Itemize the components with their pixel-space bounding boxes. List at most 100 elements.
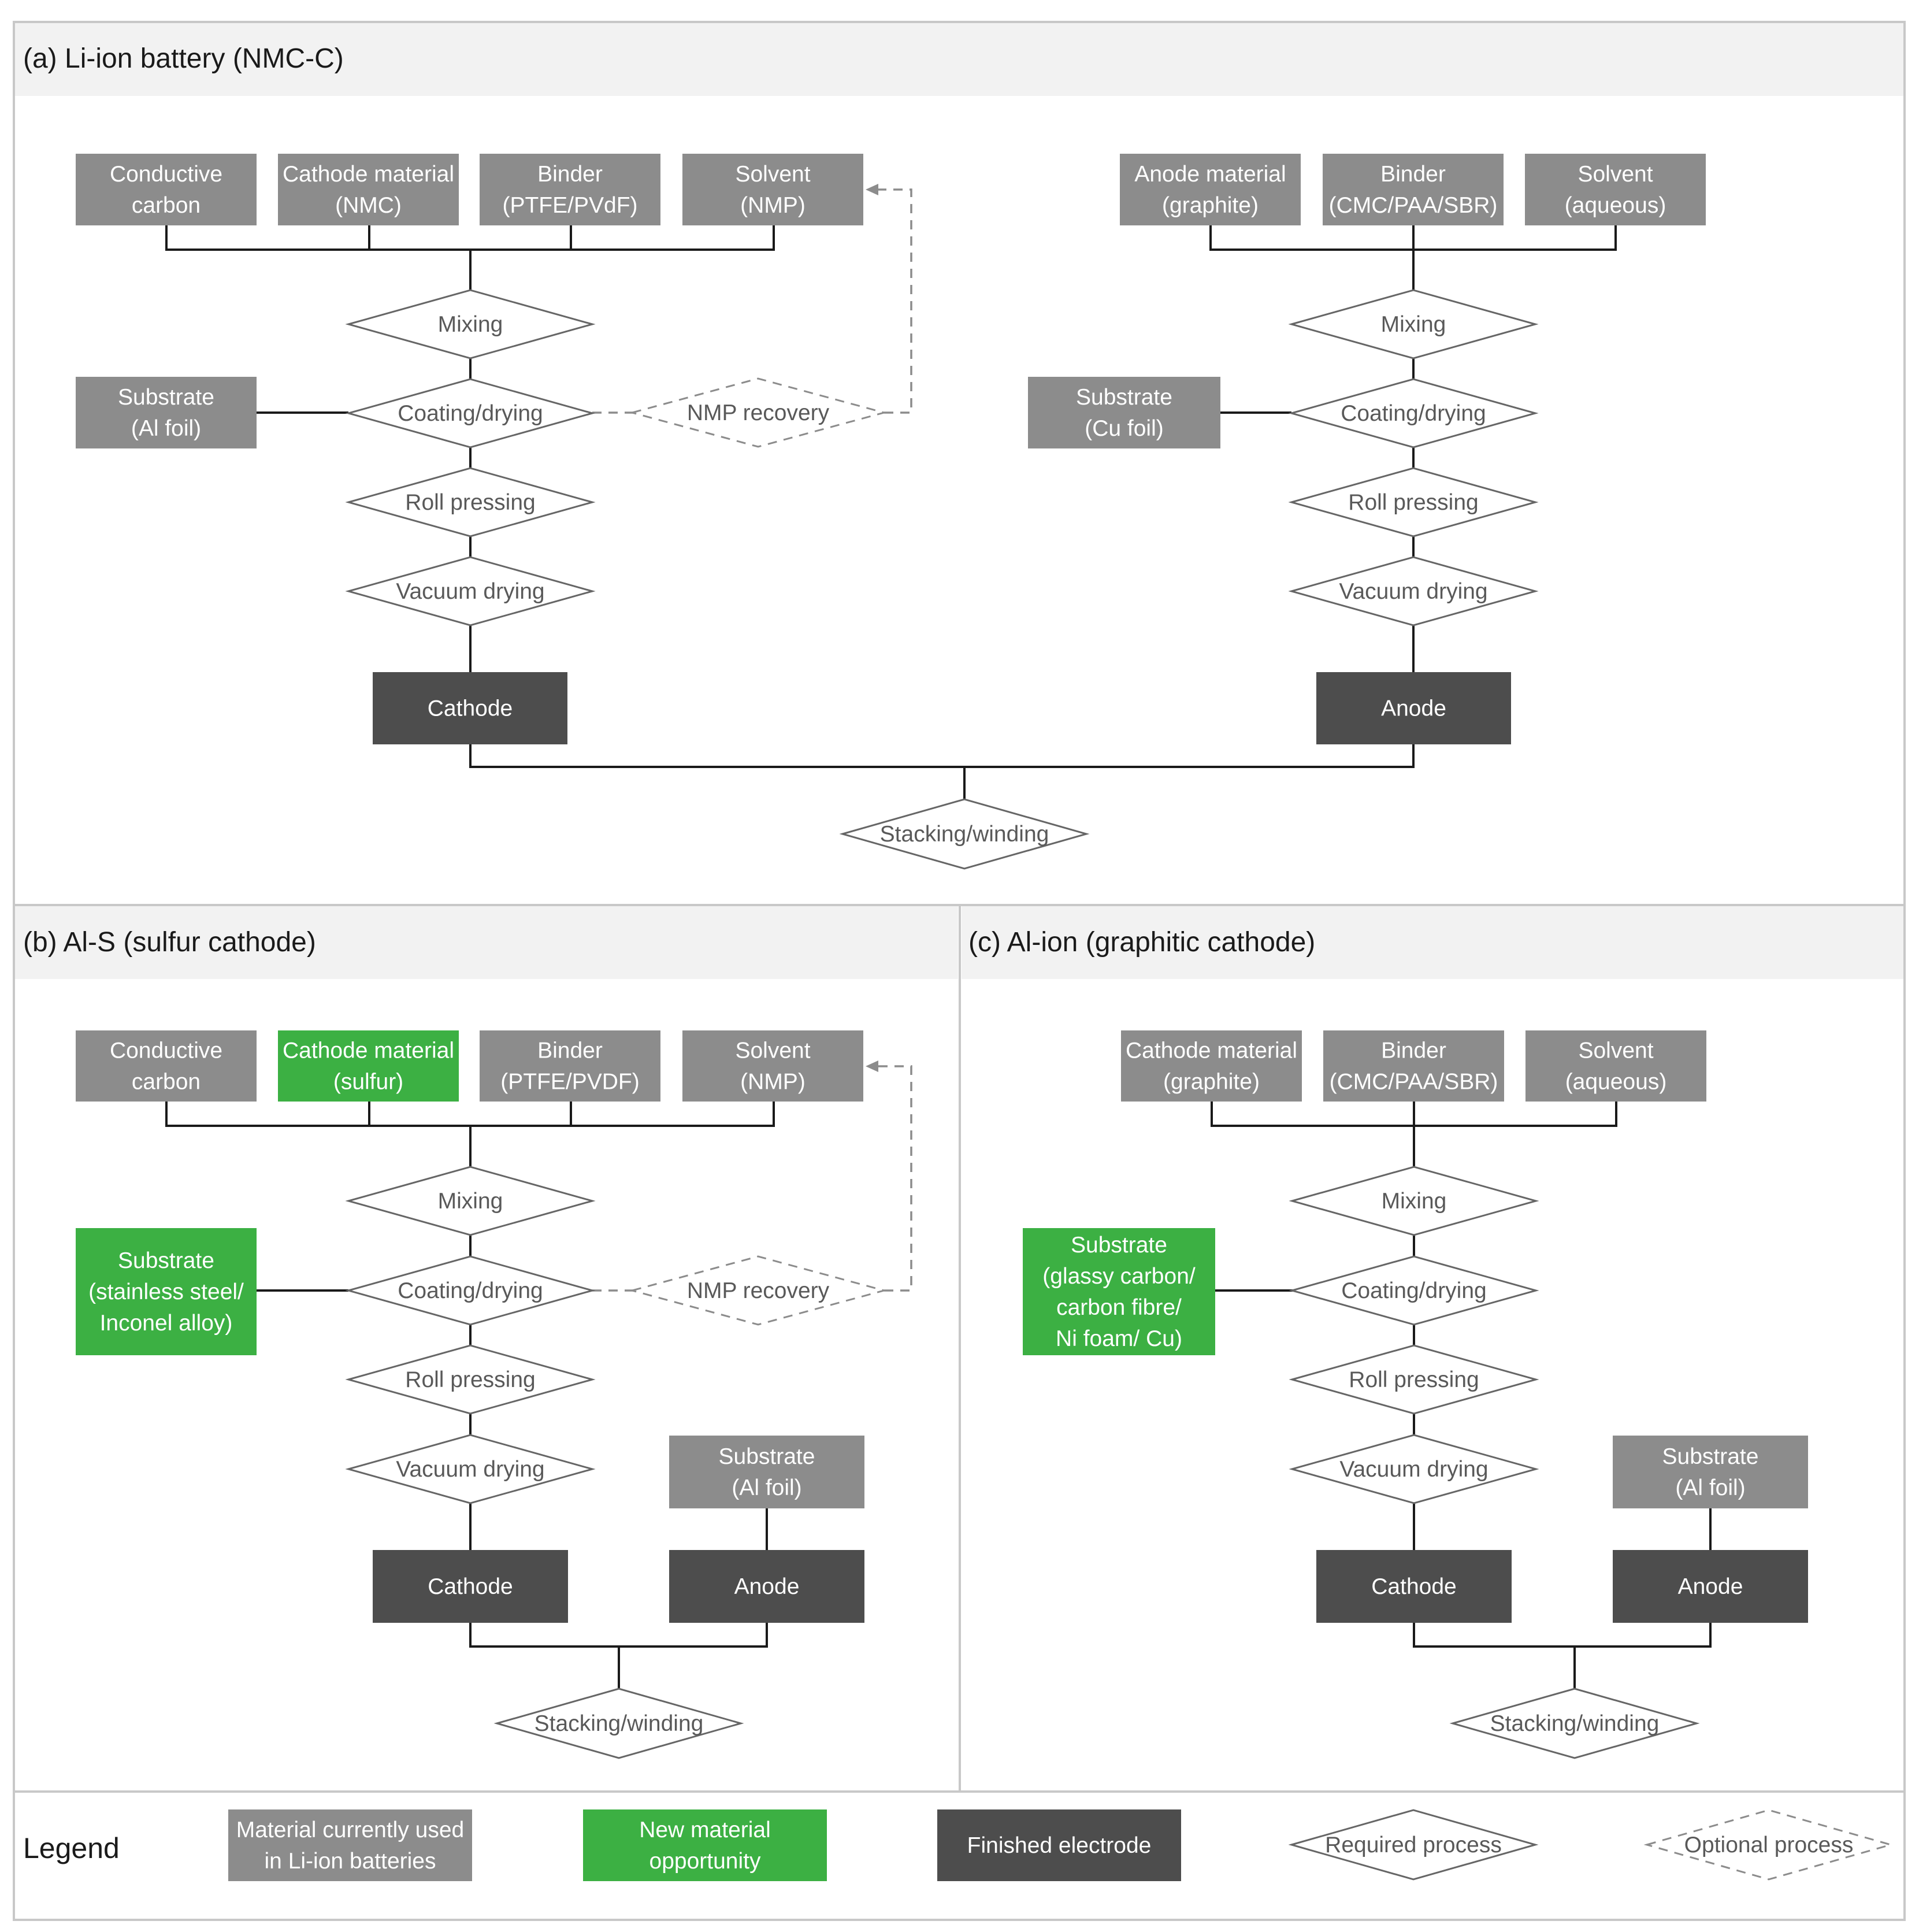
a-cathode-step-vacuum-drying-label: Vacuum drying bbox=[396, 579, 544, 604]
b-input-binder-ptfe-pvdf bbox=[480, 1030, 660, 1102]
a-anode-input-anode-material-label: Anode material(graphite) bbox=[1134, 162, 1286, 218]
arrowhead bbox=[866, 1060, 878, 1072]
c-input-binder-label: Binder(CMC/PAA/SBR) bbox=[1330, 1038, 1498, 1094]
b-step-vacuum-drying-label: Vacuum drying bbox=[396, 1457, 544, 1482]
a-anode-step-mixing-label: Mixing bbox=[1381, 312, 1446, 337]
connector-line bbox=[1209, 225, 1617, 290]
a-anode-step-coating-drying bbox=[1288, 378, 1539, 448]
c-step-vacuum-drying bbox=[1289, 1434, 1539, 1504]
legend-material-current bbox=[228, 1809, 472, 1881]
a-cathode-step-mixing bbox=[345, 289, 596, 359]
b-step-coating-drying bbox=[345, 1255, 596, 1326]
connector-line bbox=[469, 744, 1415, 799]
connector-line bbox=[469, 1623, 768, 1689]
connector-line bbox=[257, 358, 472, 672]
a-cathode-output-label: Cathode bbox=[428, 696, 513, 721]
b-input-binder-ptfe-pvdf-label: Binder(PTFE/PVDF) bbox=[500, 1038, 640, 1094]
a-anode-input-solvent-label: Solvent(aqueous) bbox=[1565, 162, 1666, 218]
a-anode-step-vacuum-drying bbox=[1288, 556, 1539, 626]
a-cathode-input-cathode-material bbox=[278, 154, 459, 225]
b-input-cathode-material-sulfur-label: Cathode material(sulfur) bbox=[283, 1038, 454, 1094]
c-anode-output-label: Anode bbox=[1678, 1574, 1743, 1599]
a-anode-step-mixing bbox=[1288, 289, 1539, 359]
c-anode-substrate-label: Substrate(Al foil) bbox=[1662, 1444, 1759, 1500]
a-stacking-winding bbox=[839, 798, 1090, 870]
panel-a-header bbox=[15, 23, 1903, 96]
a-cathode-input-cathode-material-label: Cathode material(NMC) bbox=[283, 162, 454, 218]
b-step-vacuum-drying bbox=[345, 1434, 596, 1504]
connector-line bbox=[1220, 358, 1415, 672]
c-anode-substrate bbox=[1613, 1436, 1808, 1508]
c-input-cathode-material bbox=[1121, 1030, 1302, 1102]
connector-line bbox=[257, 1235, 472, 1550]
connector-line bbox=[1211, 1102, 1617, 1167]
c-input-solvent-label: Solvent(aqueous) bbox=[1565, 1038, 1667, 1094]
panel-frames bbox=[13, 21, 1906, 1921]
b-anode-substrate-label: Substrate(Al foil) bbox=[719, 1444, 815, 1500]
c-input-cathode-material-label: Cathode material(graphite) bbox=[1126, 1038, 1297, 1094]
b-input-solvent-nmp bbox=[682, 1030, 863, 1102]
a-anode-input-binder bbox=[1323, 154, 1504, 225]
a-cathode-substrate-label: Substrate(Al foil) bbox=[118, 385, 214, 441]
a-stacking-winding-label: Stacking/winding bbox=[880, 822, 1049, 847]
a-cathode-step-roll-pressing bbox=[345, 467, 596, 537]
connector-line bbox=[165, 1102, 775, 1167]
b-step-mixing bbox=[345, 1166, 596, 1236]
legend-title: Legend bbox=[23, 1832, 120, 1864]
b-anode-output-label: Anode bbox=[734, 1574, 800, 1599]
connector-line bbox=[165, 225, 775, 290]
b-nmp-recovery bbox=[629, 1255, 888, 1326]
a-anode-substrate-label: Substrate(Cu foil) bbox=[1076, 385, 1172, 441]
a-cathode-input-binder-label: Binder(PTFE/PVdF) bbox=[502, 162, 637, 218]
c-stacking-winding-label: Stacking/winding bbox=[1490, 1711, 1660, 1736]
b-step-roll-pressing bbox=[345, 1344, 596, 1415]
c-cathode-substrate-label: Substrate(glassy carbon/carbon fibre/Ni … bbox=[1042, 1233, 1196, 1351]
connectors bbox=[165, 184, 1712, 1689]
legend-new-material bbox=[583, 1809, 827, 1881]
c-step-roll-pressing bbox=[1289, 1344, 1539, 1415]
a-anode-input-binder-label: Binder(CMC/PAA/SBR) bbox=[1329, 162, 1498, 218]
a-anode-step-roll-pressing bbox=[1288, 467, 1539, 537]
panel-b-header bbox=[15, 906, 958, 979]
a-nmp-recovery-label: NMP recovery bbox=[687, 401, 830, 425]
a-anode-output-label: Anode bbox=[1381, 696, 1446, 721]
a-cathode-step-roll-pressing-label: Roll pressing bbox=[405, 490, 535, 515]
b-nmp-recovery-label: NMP recovery bbox=[687, 1278, 830, 1303]
c-cathode-output-label: Cathode bbox=[1371, 1574, 1456, 1599]
b-input-cathode-material-sulfur bbox=[278, 1030, 459, 1102]
c-step-mixing-label: Mixing bbox=[1382, 1189, 1447, 1214]
panel-c-title: (c) Al-ion (graphitic cathode) bbox=[968, 927, 1315, 958]
a-anode-input-solvent bbox=[1525, 154, 1706, 225]
c-input-solvent bbox=[1525, 1030, 1706, 1102]
a-cathode-step-vacuum-drying bbox=[345, 556, 596, 626]
c-cathode-output bbox=[1316, 1550, 1512, 1623]
b-stacking-winding-label: Stacking/winding bbox=[535, 1711, 704, 1736]
a-nmp-recovery bbox=[629, 377, 888, 448]
a-cathode-substrate bbox=[76, 377, 257, 448]
b-stacking-winding bbox=[493, 1688, 744, 1759]
legend-required-process-label: Required process bbox=[1325, 1833, 1502, 1857]
c-cathode-substrate bbox=[1023, 1228, 1215, 1355]
c-step-coating-drying-label: Coating/drying bbox=[1341, 1278, 1486, 1303]
b-step-mixing-label: Mixing bbox=[438, 1189, 503, 1214]
a-cathode-step-coating-drying-label: Coating/drying bbox=[398, 401, 543, 426]
a-anode-step-vacuum-drying-label: Vacuum drying bbox=[1339, 579, 1487, 604]
a-cathode-output bbox=[373, 672, 567, 744]
a-anode-output bbox=[1316, 672, 1511, 744]
c-anode-output bbox=[1613, 1550, 1808, 1623]
b-cathode-substrate-label: Substrate(stainless steel/Inconel alloy) bbox=[88, 1248, 244, 1336]
a-cathode-step-coating-drying bbox=[345, 378, 596, 448]
b-step-coating-drying-label: Coating/drying bbox=[398, 1278, 543, 1303]
c-stacking-winding bbox=[1449, 1688, 1700, 1759]
b-step-roll-pressing-label: Roll pressing bbox=[405, 1367, 535, 1392]
b-cathode-output bbox=[373, 1550, 568, 1623]
a-cathode-input-binder bbox=[480, 154, 660, 225]
a-cathode-step-mixing-label: Mixing bbox=[438, 312, 503, 337]
a-cathode-input-solvent bbox=[682, 154, 863, 225]
